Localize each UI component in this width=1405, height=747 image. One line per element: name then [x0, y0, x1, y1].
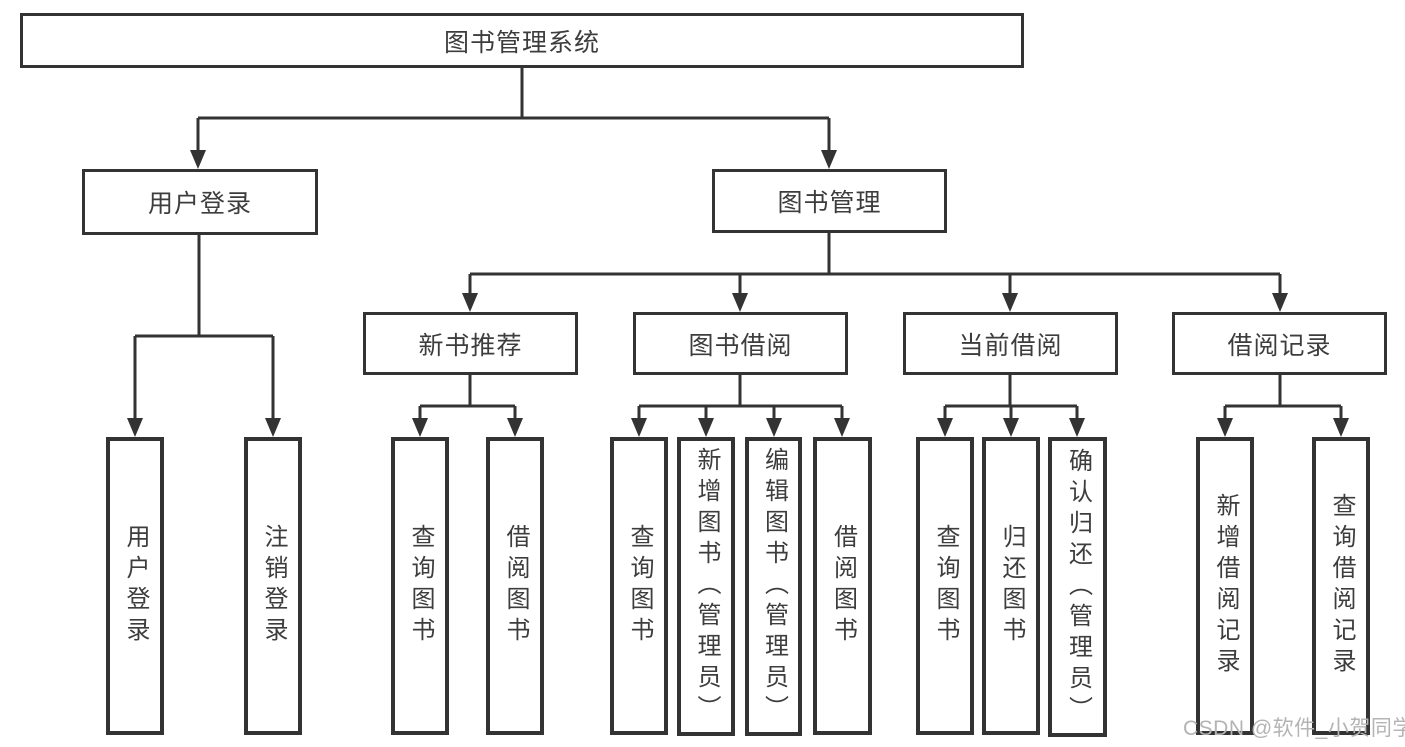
arrow-down-icon — [1069, 418, 1085, 437]
connector-current-borrowing-to-leaves — [937, 374, 1085, 437]
arrow-down-icon — [127, 418, 143, 437]
arrow-down-icon — [631, 418, 647, 437]
leaf-logout: 注销登录 — [244, 437, 302, 735]
node-root-system: 图书管理系统 — [20, 13, 1024, 68]
leaf-query-borrow-record: 查询借阅记录 — [1312, 437, 1370, 735]
arrow-down-icon — [1272, 293, 1288, 312]
connector-book-borrowing-to-leaves — [631, 374, 850, 437]
arrow-down-icon — [834, 418, 850, 437]
node-label: 新增图书（管理员） — [693, 447, 720, 726]
leaf-user-login: 用户登录 — [106, 437, 164, 735]
arrow-down-icon — [821, 150, 837, 169]
node-label: 查询借阅记录 — [1328, 493, 1355, 679]
node-user-login-branch: 用户登录 — [82, 169, 318, 235]
leaf-add-borrow-record: 新增借阅记录 — [1196, 437, 1254, 735]
arrow-down-icon — [1003, 418, 1019, 437]
node-label: 图书管理 — [777, 189, 882, 217]
node-borrowing-records: 借阅记录 — [1172, 312, 1387, 375]
node-label: 确认归还（管理员） — [1064, 447, 1092, 727]
node-label: 新增借阅记录 — [1212, 493, 1239, 679]
leaf-query-books-borrowing: 查询图书 — [610, 437, 668, 735]
connector-user-login-to-leaves — [127, 234, 281, 437]
node-label: 查询图书 — [407, 524, 434, 648]
node-label: 用户登录 — [147, 190, 252, 218]
arrow-down-icon — [1333, 418, 1349, 437]
arrow-down-icon — [1002, 293, 1018, 312]
connector-book-management-to-level3 — [462, 232, 1288, 312]
connector-root-to-level2 — [190, 66, 837, 169]
arrow-down-icon — [937, 418, 953, 437]
node-label: 借阅记录 — [1227, 331, 1332, 360]
arrow-down-icon — [190, 150, 206, 169]
arrow-down-icon — [698, 418, 714, 437]
node-label: 图书借阅 — [688, 331, 793, 360]
node-book-management: 图书管理 — [712, 169, 947, 233]
leaf-return-book: 归还图书 — [982, 437, 1040, 735]
leaf-confirm-return-admin: 确认归还（管理员） — [1048, 437, 1107, 737]
arrow-down-icon — [265, 418, 281, 437]
node-label: 借阅图书 — [829, 524, 857, 648]
node-label: 注销登录 — [260, 524, 287, 648]
node-label: 归还图书 — [998, 524, 1025, 648]
leaf-edit-book-admin: 编辑图书（管理员） — [745, 437, 802, 736]
node-book-borrowing: 图书借阅 — [633, 312, 848, 375]
leaf-borrow-books-recommend: 借阅图书 — [486, 437, 544, 735]
node-label: 新书推荐 — [418, 331, 523, 360]
leaf-query-books-recommend: 查询图书 — [391, 437, 449, 735]
arrow-down-icon — [412, 418, 428, 437]
node-label: 查询图书 — [626, 524, 653, 648]
csdn-watermark: CSDN @软件_小贺同学 — [1183, 717, 1405, 740]
node-label: 编辑图书（管理员） — [760, 447, 788, 726]
node-current-borrowing: 当前借阅 — [903, 312, 1118, 375]
arrow-down-icon — [766, 418, 782, 437]
node-label: 借阅图书 — [502, 524, 529, 648]
node-label: 当前借阅 — [958, 331, 1063, 360]
leaf-borrow-books-borrowing: 借阅图书 — [813, 437, 872, 735]
leaf-add-book-admin: 新增图书（管理员） — [677, 437, 735, 736]
connector-borrowing-records-to-leaves — [1217, 374, 1349, 437]
leaf-query-books-current: 查询图书 — [916, 437, 974, 735]
node-label: 图书管理系统 — [443, 28, 600, 57]
arrow-down-icon — [507, 418, 523, 437]
node-label: 用户登录 — [122, 524, 149, 648]
arrow-down-icon — [732, 293, 748, 312]
node-new-book-recommend: 新书推荐 — [363, 312, 578, 375]
node-label: 查询图书 — [932, 524, 959, 648]
arrow-down-icon — [462, 293, 478, 312]
arrow-down-icon — [1217, 418, 1233, 437]
connector-new-book-recommend-to-leaves — [412, 374, 523, 437]
